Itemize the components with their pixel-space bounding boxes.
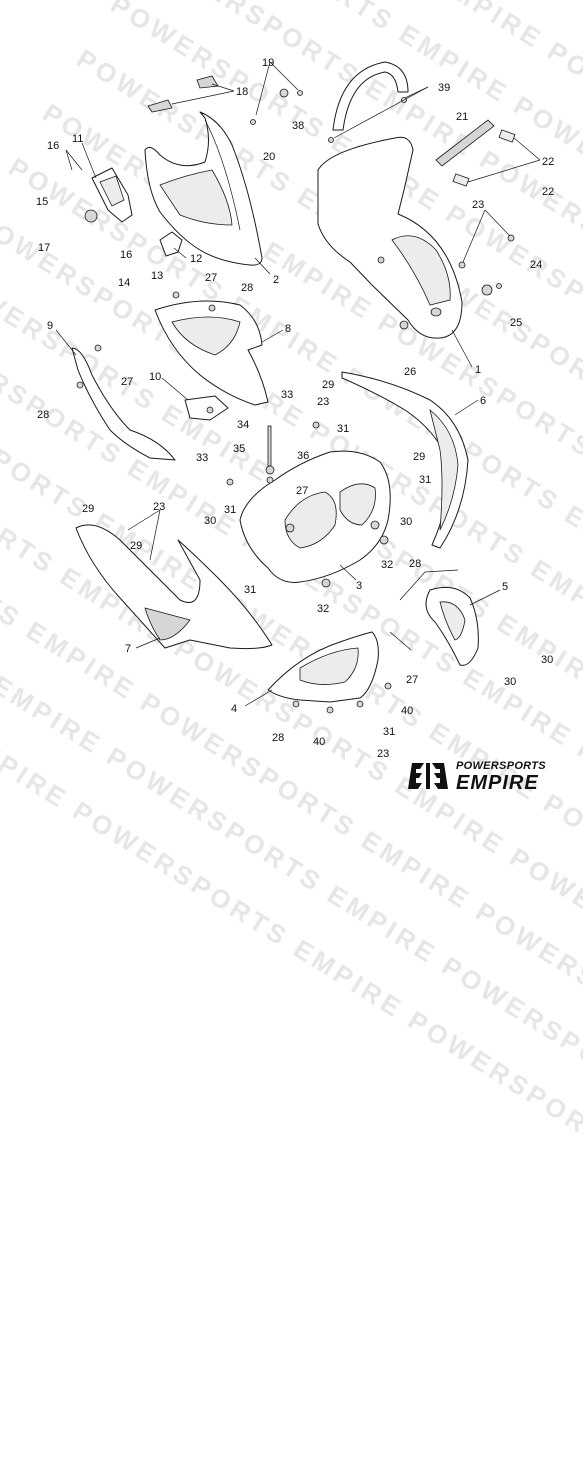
label-20: 20: [263, 151, 275, 163]
label-28b: 28: [37, 409, 49, 421]
label-31e: 31: [383, 726, 395, 738]
label-40a: 40: [401, 705, 413, 717]
label-31a: 31: [337, 423, 349, 435]
label-15: 15: [36, 196, 48, 208]
part-15-grommet: [84, 209, 98, 223]
part-11-mount: [91, 167, 133, 223]
part-18-clip: [147, 75, 219, 113]
hardware: [76, 88, 515, 714]
part-4-lower-panel: [267, 631, 379, 703]
label-32a: 32: [381, 559, 393, 571]
part-1-windscreen: [317, 136, 463, 339]
part-9-side-rail: [71, 347, 176, 461]
label-30a: 30: [204, 515, 216, 527]
label-29a: 29: [322, 379, 334, 391]
label-11: 11: [72, 133, 83, 145]
label-28d: 28: [272, 732, 284, 744]
label-8: 8: [285, 323, 291, 335]
label-40b: 40: [313, 736, 325, 748]
label-39: 39: [438, 82, 450, 94]
label-10: 10: [149, 371, 161, 383]
leader-lines: [55, 61, 541, 707]
part-8-cowl-panel: [154, 300, 269, 406]
part-22-spacer: [452, 129, 516, 187]
parts-diagram: 1 2 3 4 5 6 7 8 9 10 11 12 13 14 15 16 1…: [36, 57, 554, 760]
label-9: 9: [47, 320, 53, 332]
label-24: 24: [530, 259, 542, 271]
label-23b: 23: [317, 396, 329, 408]
label-29c: 29: [82, 503, 94, 515]
label-27c: 27: [296, 485, 308, 497]
part-7-lower-cowl: [75, 524, 273, 650]
label-5: 5: [502, 581, 508, 593]
label-16b: 16: [120, 249, 132, 261]
label-28c: 28: [409, 558, 421, 570]
part-3-headlight-bracket: [239, 450, 391, 583]
label-25: 25: [510, 317, 522, 329]
label-33a: 33: [281, 389, 293, 401]
label-22a: 22: [542, 156, 554, 168]
label-29d: 29: [130, 540, 142, 552]
label-16a: 16: [47, 140, 59, 152]
part-21-strip: [435, 119, 495, 167]
label-31b: 31: [419, 474, 431, 486]
logo-tagline: POWERSPORTS: [456, 760, 546, 772]
part-38-handle: [332, 61, 409, 131]
powersports-empire-logo: POWERSPORTS EMPIRE: [408, 757, 568, 795]
label-18: 18: [236, 86, 248, 98]
label-29b: 29: [413, 451, 425, 463]
label-27a: 27: [205, 272, 217, 284]
label-14: 14: [118, 277, 130, 289]
label-23a: 23: [472, 199, 484, 211]
label-19: 19: [262, 57, 274, 69]
part-number-labels: 1 2 3 4 5 6 7 8 9 10 11 12 13 14 15 16 1…: [36, 57, 554, 760]
label-36: 36: [297, 450, 309, 462]
label-7: 7: [125, 643, 131, 655]
label-21: 21: [456, 111, 468, 123]
label-31d: 31: [244, 584, 256, 596]
label-12: 12: [190, 253, 202, 265]
logo-mark-icon: [408, 763, 448, 789]
label-31c: 31: [224, 504, 236, 516]
label-27d: 27: [406, 674, 418, 686]
label-33b: 33: [196, 452, 208, 464]
label-30c: 30: [541, 654, 553, 666]
label-6: 6: [480, 395, 486, 407]
part-12-clamp: [159, 231, 183, 257]
label-4: 4: [231, 703, 237, 715]
label-35: 35: [233, 443, 245, 455]
label-26: 26: [404, 366, 416, 378]
label-28a: 28: [241, 282, 253, 294]
label-1: 1: [475, 364, 481, 376]
label-2: 2: [273, 274, 279, 286]
label-32b: 32: [317, 603, 329, 615]
label-13: 13: [151, 270, 163, 282]
label-3: 3: [356, 580, 362, 592]
label-27b: 27: [121, 376, 133, 388]
part-6-side-panel: [341, 371, 469, 549]
label-17: 17: [38, 242, 50, 254]
label-30d: 30: [504, 676, 516, 688]
label-38: 38: [292, 120, 304, 132]
label-22b: 22: [542, 186, 554, 198]
logo-wordmark: EMPIRE: [456, 772, 539, 794]
label-34: 34: [237, 419, 249, 431]
part-10-bracket: [184, 395, 229, 421]
part-5-mudguard: [425, 586, 479, 666]
label-30b: 30: [400, 516, 412, 528]
part-2-upper-fairing: [144, 111, 263, 266]
label-23c: 23: [153, 501, 165, 513]
label-23d: 23: [377, 748, 389, 760]
